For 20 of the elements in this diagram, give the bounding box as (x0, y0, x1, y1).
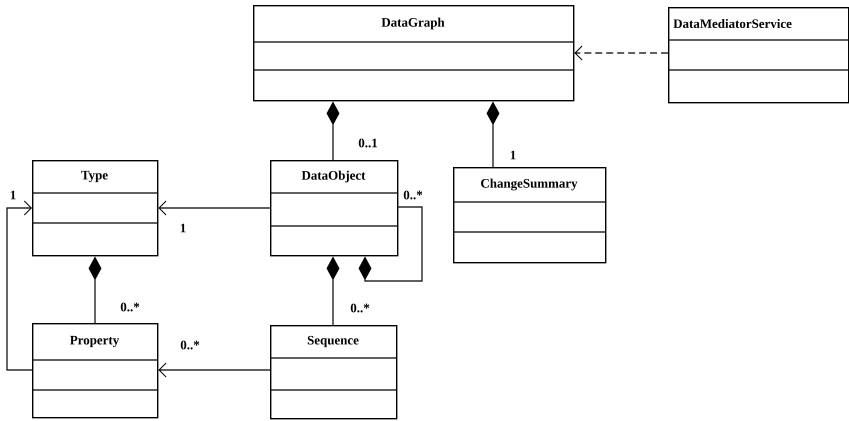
multiplicity-label: 0..* (179, 340, 201, 350)
association-arrow (158, 200, 270, 216)
multiplicity-label: 1 (508, 150, 518, 160)
class-box: Type (32, 160, 158, 256)
multiplicity-label: 0..* (349, 302, 371, 314)
multiplicity-label: 1 (178, 222, 188, 234)
class-box: DataObject (270, 160, 398, 256)
class-box: DataMediatorService (668, 7, 849, 104)
class-box: DataGraph (253, 5, 574, 102)
class-box: Property (32, 323, 158, 418)
multiplicity-label: 0..1 (357, 138, 379, 148)
dependency-arrow (574, 46, 668, 60)
class-box: ChangeSummary (453, 167, 606, 264)
class-box: Sequence (270, 325, 398, 420)
multiplicity-label: 0..* (402, 190, 424, 200)
multiplicity-label: 0..* (119, 302, 141, 312)
multiplicity-label: 1 (8, 190, 18, 200)
association-arrow (6, 200, 32, 371)
composition-line (358, 206, 423, 282)
association-arrow (158, 362, 270, 378)
